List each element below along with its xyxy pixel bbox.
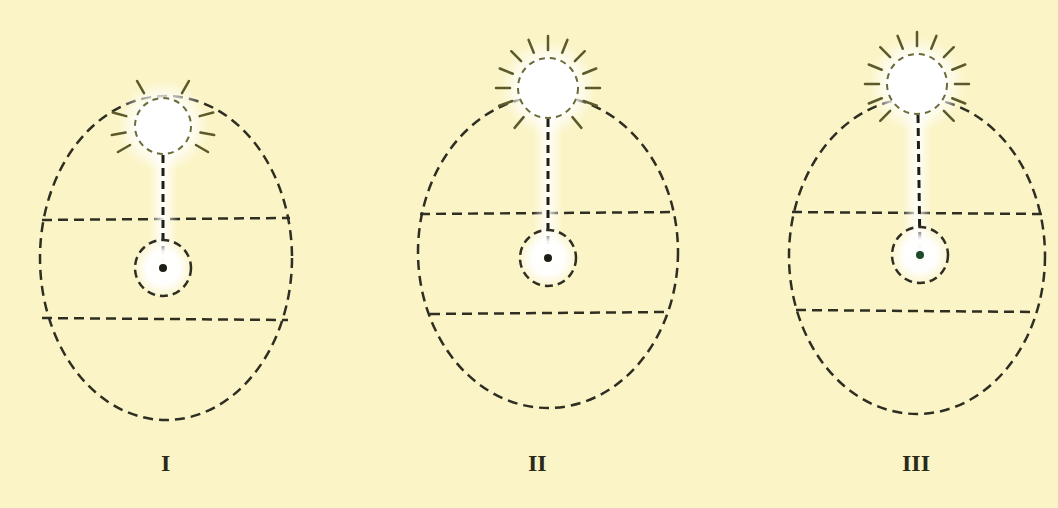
center-circle: [520, 230, 576, 286]
sun: [135, 98, 191, 154]
figure-number: I: [161, 451, 170, 475]
sun: [518, 58, 578, 118]
egg-outline: [789, 98, 1045, 414]
center-glow: [518, 228, 578, 288]
band-line: [796, 310, 1036, 312]
sun-rays: [865, 32, 969, 121]
sun-rays: [112, 81, 214, 152]
figure-two: [418, 96, 678, 408]
center-glow: [890, 225, 950, 285]
band-line: [430, 312, 668, 314]
figure-number: III: [902, 451, 930, 475]
figure-one: [40, 96, 292, 420]
band-line: [42, 318, 288, 320]
figure-number: II: [528, 451, 547, 475]
figure-three: [789, 98, 1045, 414]
egg-outline: [418, 96, 678, 408]
egg-outline: [40, 96, 292, 420]
center-circle: [892, 227, 948, 283]
center-dot: [159, 264, 167, 272]
center-dot: [544, 254, 552, 262]
sun: [887, 54, 947, 114]
center-glow: [133, 238, 193, 298]
center-circle: [135, 240, 191, 296]
sun-rays: [496, 36, 600, 128]
center-dot: [916, 251, 924, 259]
